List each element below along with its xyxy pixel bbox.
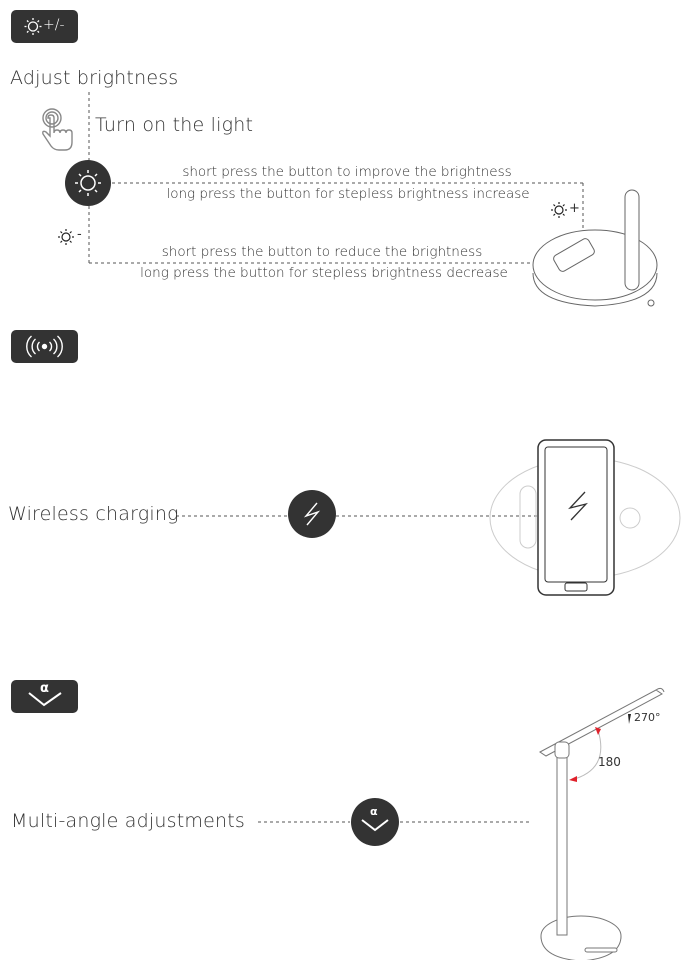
angle-badge: α: [11, 680, 78, 713]
sun-icon: [24, 18, 42, 35]
phone-on-charger-illustration: [489, 439, 681, 596]
turn-on-label: Turn on the light: [95, 114, 254, 136]
wireless-title: Wireless charging: [8, 503, 179, 525]
sun-minus-icon: [58, 229, 74, 245]
wireless-badge: [11, 330, 78, 363]
angle-button-icon: [351, 798, 399, 846]
badge-label: +/-: [43, 17, 65, 33]
alpha-symbol-circle: α: [370, 805, 378, 818]
decrease-long-text: long press the button for stepless brigh…: [140, 265, 508, 281]
brightness-button-icon: [65, 160, 111, 206]
hand-tap-icon: [42, 108, 73, 151]
sun-plus-icon: [551, 202, 567, 218]
angle-alpha-icon: [28, 692, 62, 707]
angle-head-label: 270°: [634, 711, 661, 724]
plus-symbol: +: [569, 201, 580, 216]
minus-symbol: -: [77, 227, 82, 242]
lamp-base-illustration: [532, 189, 658, 307]
brightness-title: Adjust brightness: [10, 67, 179, 89]
lightning-icon: [288, 490, 336, 538]
angle-title: Multi-angle adjustments: [11, 810, 245, 832]
wireless-signal-icon: [26, 335, 63, 358]
alpha-symbol: α: [40, 681, 49, 696]
brightness-badge: +/-: [11, 10, 78, 43]
angle-arm-label: 180: [598, 755, 621, 769]
desk-lamp-illustration: [539, 687, 665, 960]
increase-long-text: long press the button for stepless brigh…: [166, 186, 530, 202]
decrease-short-text: short press the button to reduce the bri…: [161, 244, 483, 260]
increase-short-text: short press the button to improve the br…: [182, 164, 512, 180]
